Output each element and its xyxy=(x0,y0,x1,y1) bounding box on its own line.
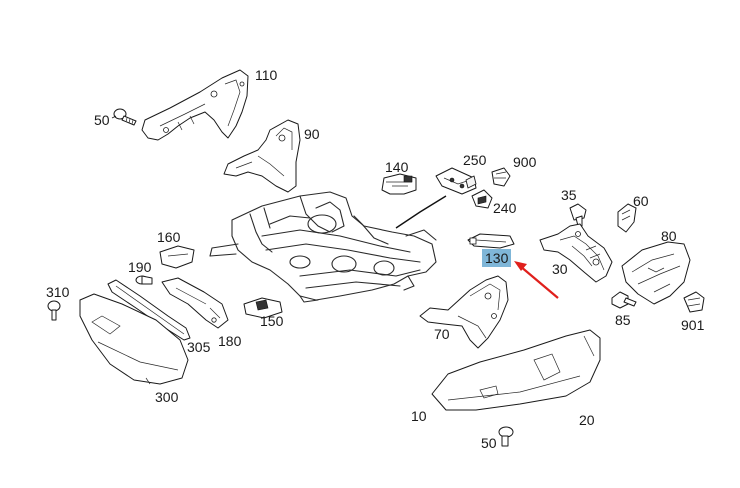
part-30-mechanism[interactable] xyxy=(539,223,613,283)
callout-85[interactable]: 85 xyxy=(615,312,631,328)
part-900-connector[interactable] xyxy=(491,167,511,187)
part-305-trim-strip[interactable] xyxy=(107,279,191,341)
part-10-side-trim[interactable] xyxy=(431,329,601,411)
part-110-side-cover[interactable] xyxy=(141,69,249,141)
part-160-cover[interactable] xyxy=(159,245,195,269)
callout-60[interactable]: 60 xyxy=(633,193,649,209)
part-90-bracket[interactable] xyxy=(223,119,301,193)
part-250-module[interactable] xyxy=(435,167,477,195)
part-80-trim-panel[interactable] xyxy=(621,241,691,305)
part-150-clip[interactable] xyxy=(243,297,283,319)
callout-250[interactable]: 250 xyxy=(463,152,487,168)
part-50-screw-lower[interactable] xyxy=(498,426,514,447)
callout-90[interactable]: 90 xyxy=(304,126,320,142)
part-70-bracket[interactable] xyxy=(419,275,509,349)
part-240-plug[interactable] xyxy=(471,189,493,209)
part-140-clip[interactable] xyxy=(381,173,417,195)
part-60-bracket[interactable] xyxy=(617,203,637,233)
callout-50-lower[interactable]: 50 xyxy=(481,435,497,451)
callout-20[interactable]: 20 xyxy=(579,412,595,428)
callout-80[interactable]: 80 xyxy=(661,228,677,244)
callout-110[interactable]: 110 xyxy=(255,67,278,83)
part-300-lower-cover[interactable] xyxy=(79,293,189,385)
callout-901[interactable]: 901 xyxy=(681,317,705,333)
part-50-screw-upper[interactable] xyxy=(113,108,137,126)
callout-240[interactable]: 240 xyxy=(493,200,517,216)
callout-150[interactable]: 150 xyxy=(260,313,284,329)
part-310-screw[interactable] xyxy=(47,300,61,321)
cable xyxy=(395,195,447,229)
callout-180[interactable]: 180 xyxy=(218,333,242,349)
leader-lines xyxy=(111,115,117,119)
callout-35[interactable]: 35 xyxy=(561,187,577,203)
callout-50-upper[interactable]: 50 xyxy=(94,112,110,128)
callout-300[interactable]: 300 xyxy=(155,389,179,405)
part-180-rail-bracket[interactable] xyxy=(161,277,229,329)
part-130-clip[interactable] xyxy=(467,233,515,249)
callout-310[interactable]: 310 xyxy=(46,284,70,300)
callout-190[interactable]: 190 xyxy=(128,259,152,275)
callout-900[interactable]: 900 xyxy=(513,154,537,170)
callout-130-selected[interactable]: 130 xyxy=(482,249,512,267)
part-35-bolt[interactable] xyxy=(569,203,587,227)
callout-140[interactable]: 140 xyxy=(385,159,409,175)
callout-30[interactable]: 30 xyxy=(552,261,568,277)
callout-160[interactable]: 160 xyxy=(157,229,181,245)
callout-305[interactable]: 305 xyxy=(187,339,211,355)
pointer-arrow xyxy=(514,261,559,299)
seat-frame[interactable] xyxy=(209,191,437,303)
part-190-pin[interactable] xyxy=(135,275,153,285)
callout-70[interactable]: 70 xyxy=(434,326,450,342)
callout-10[interactable]: 10 xyxy=(411,408,427,424)
part-85-bolt[interactable] xyxy=(611,291,637,309)
part-901-connector[interactable] xyxy=(683,291,705,313)
